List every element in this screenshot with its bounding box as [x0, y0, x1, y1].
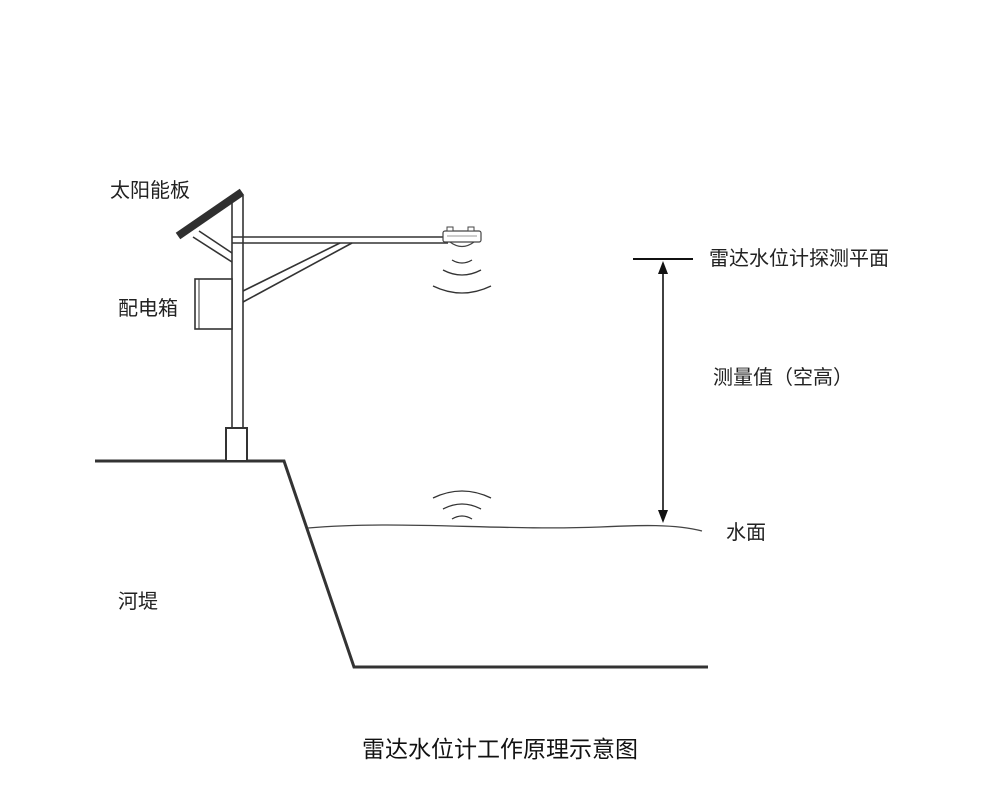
reflected-radar-waves	[432, 490, 492, 520]
water-surface-label: 水面	[726, 520, 766, 544]
solar-panel-label: 太阳能板	[110, 178, 190, 202]
distribution-box-label: 配电箱	[118, 296, 178, 320]
distribution-box-icon	[194, 278, 233, 330]
brace-upper-edge	[242, 242, 341, 292]
pole-base	[225, 427, 248, 462]
riverbank-label: 河堤	[118, 589, 158, 613]
emitted-radar-waves	[432, 259, 492, 294]
radar-sensor-icon	[442, 226, 482, 248]
brace-lower-edge	[242, 242, 353, 303]
radar-plane-label: 雷达水位计探测平面	[709, 246, 889, 270]
measured-value-label: 测量值（空高）	[713, 365, 853, 389]
measurement-arrow	[658, 261, 668, 523]
solar-panel-icon	[175, 188, 245, 240]
diagram-caption: 雷达水位计工作原理示意图	[362, 737, 638, 763]
riverbank-profile	[95, 459, 708, 669]
panel-bracket	[192, 236, 233, 263]
panel-bracket-2	[198, 230, 233, 254]
water-surface-line	[307, 524, 703, 532]
